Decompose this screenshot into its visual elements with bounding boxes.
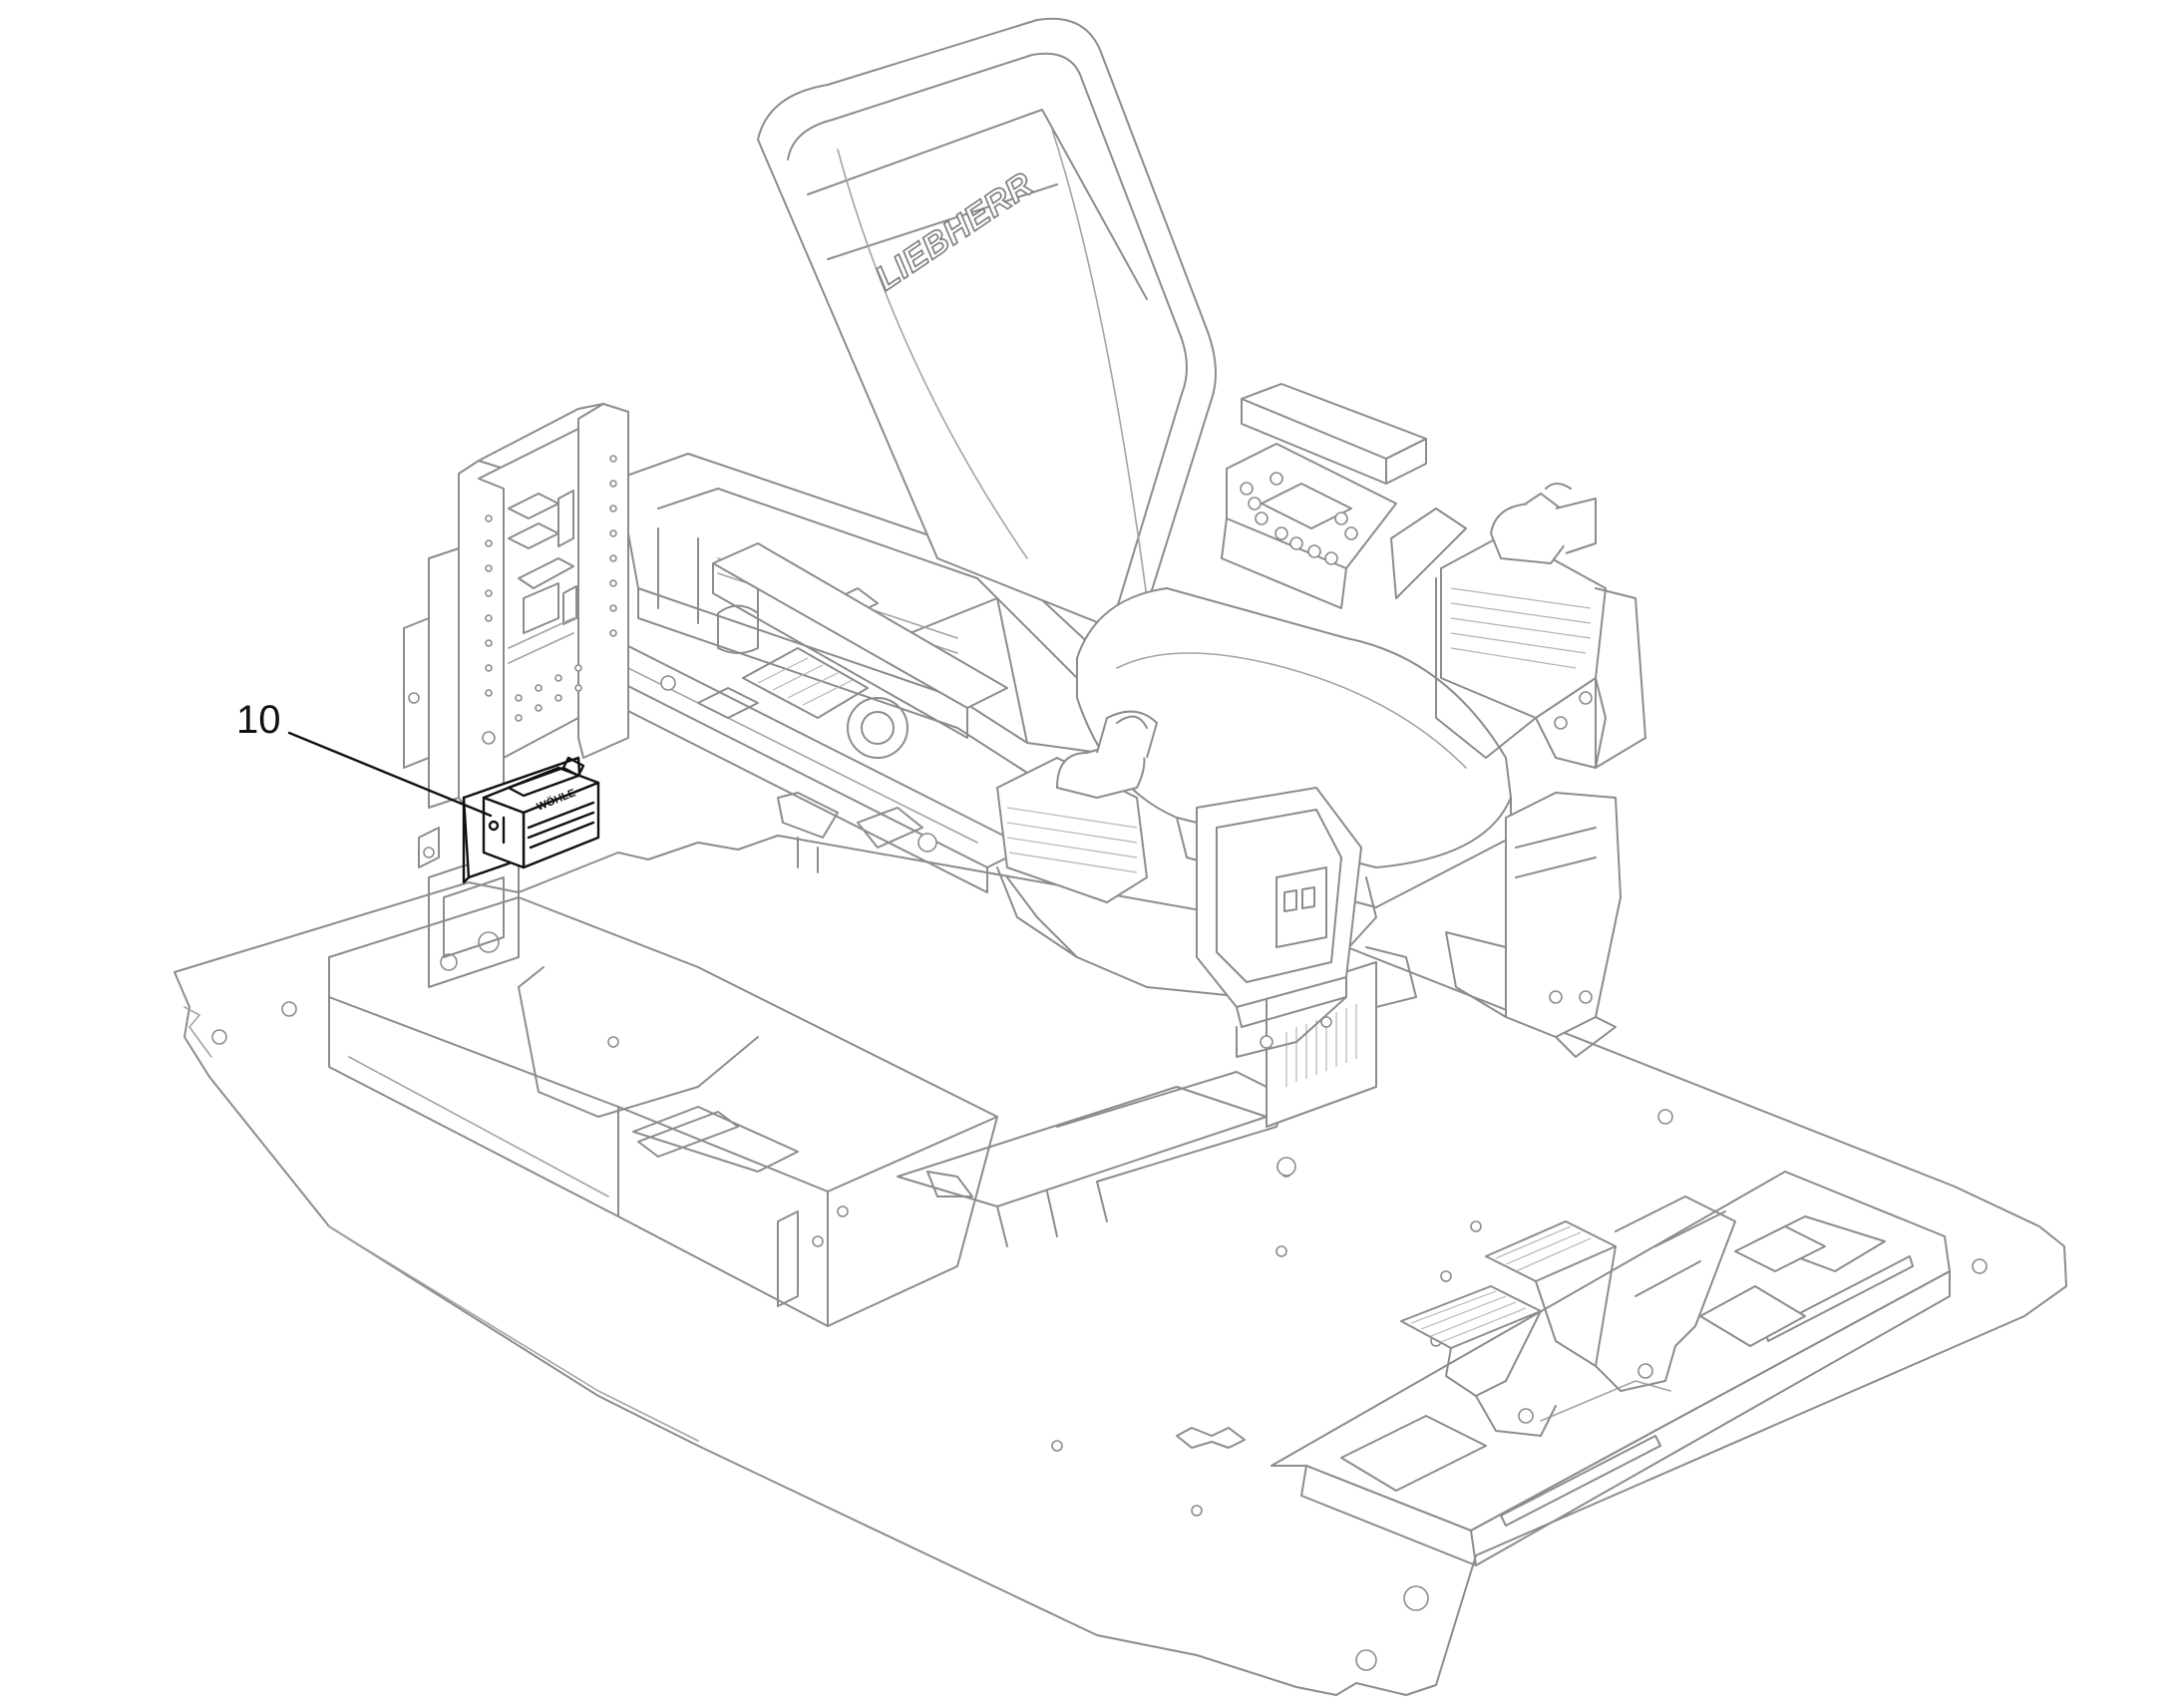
console-base [328, 896, 998, 1327]
highlighted-module: WÖHLE [462, 756, 600, 884]
seat: LIEBHERR [712, 17, 1512, 908]
right-joystick [1390, 483, 1646, 1058]
floor-plate [174, 835, 2067, 1696]
pedal-plate [1271, 1171, 1951, 1566]
pedal-bracket [1615, 1196, 1736, 1347]
left-joystick [996, 710, 1158, 958]
seat-frame [617, 453, 1377, 1247]
perforated-strip [485, 455, 617, 722]
callout-number: 10 [236, 698, 281, 742]
panel-display [1261, 483, 1352, 529]
callout-leader-line [287, 731, 493, 818]
pedal-left [1400, 1285, 1557, 1437]
electrical-panel [403, 403, 629, 988]
pedal-right [1485, 1220, 1676, 1392]
display-unit [1196, 787, 1417, 1058]
right-control-panel [1221, 443, 1397, 609]
callout-10: 10 [236, 698, 493, 818]
